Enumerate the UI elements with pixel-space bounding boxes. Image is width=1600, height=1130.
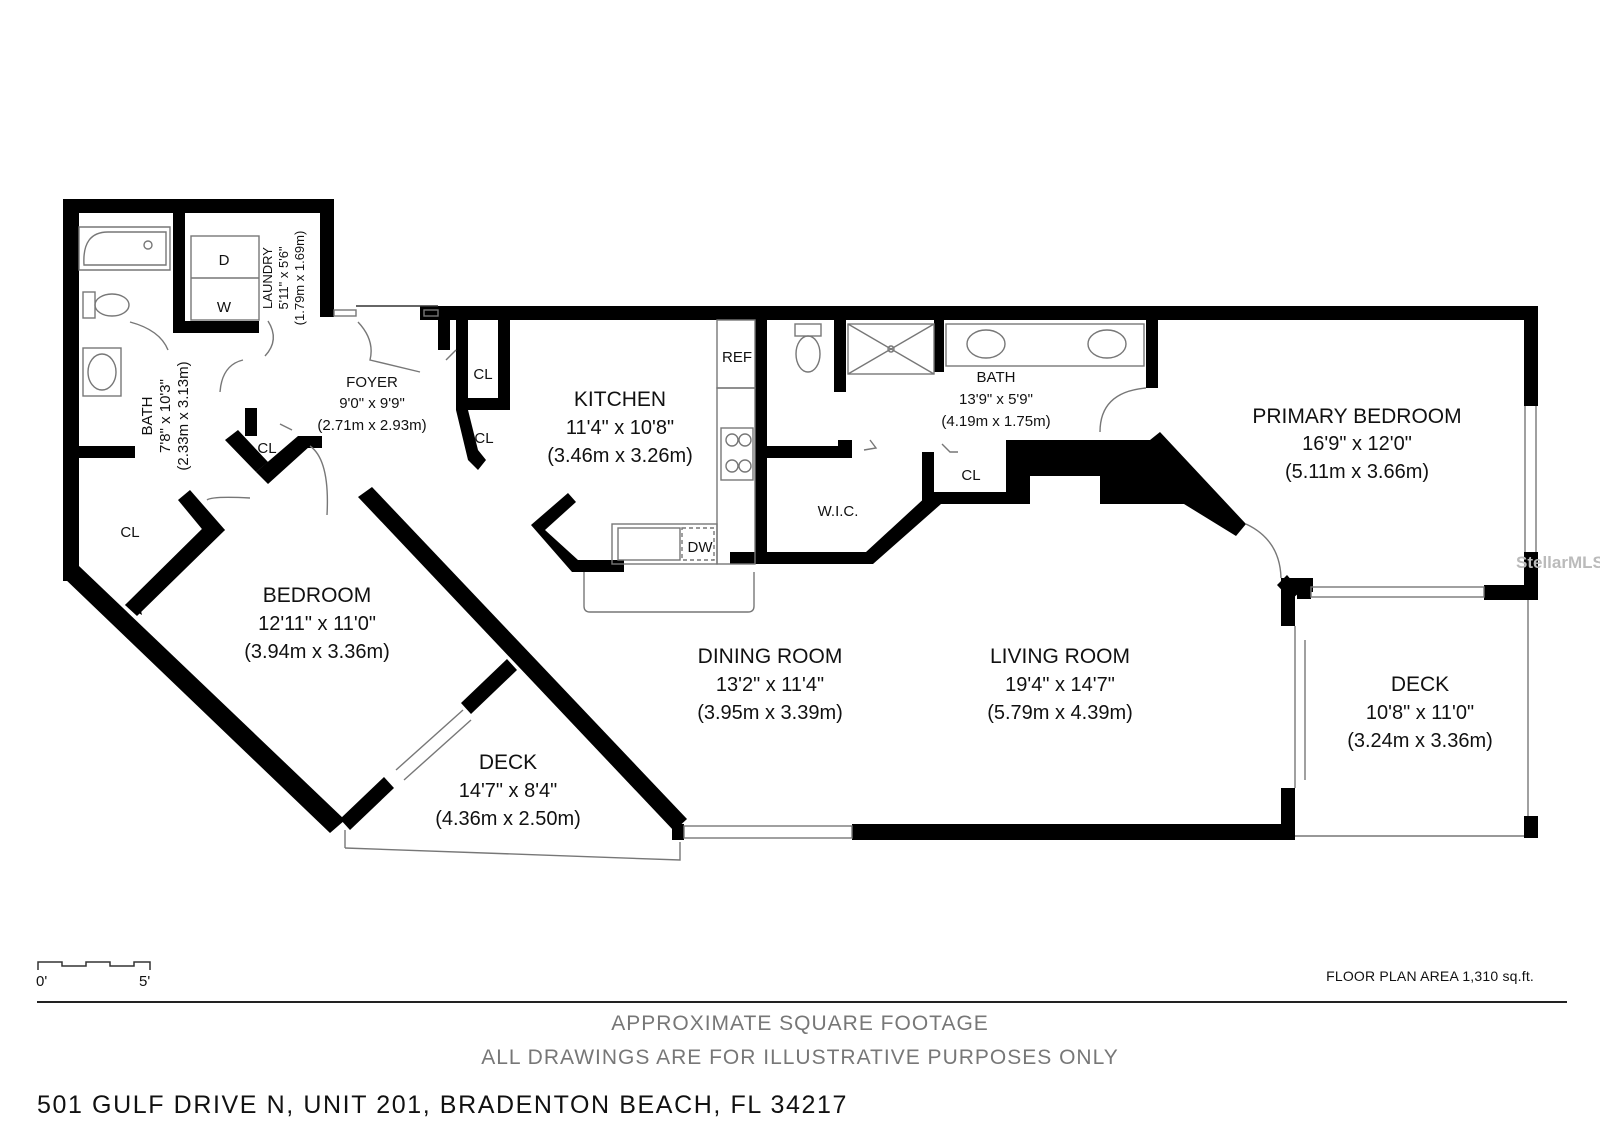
room-dim-m: (5.79m x 4.39m) xyxy=(987,702,1133,724)
room-bedroom: BEDROOM 12'11" x 11'0" (3.94m x 3.36m) xyxy=(244,584,390,663)
room-dim-m: (4.19m x 1.75m) xyxy=(941,413,1050,430)
room-name: DECK xyxy=(479,751,537,774)
floor-plan: 0' 5' KITCHEN 11'4" x 10'8" (3.46m x 3.2… xyxy=(36,199,1538,990)
room-dim-m: (2.33m x 3.13m) xyxy=(175,361,192,470)
room-laundry: LAUNDRY 5'11" x 5'6" (1.79m x 1.69m) xyxy=(260,231,307,326)
room-dim-m: (3.46m x 3.26m) xyxy=(547,445,693,467)
room-wic: W.I.C. xyxy=(818,503,859,520)
room-name: DECK xyxy=(1391,673,1449,696)
room-deck-right: DECK 10'8" x 11'0" (3.24m x 3.36m) xyxy=(1347,673,1493,752)
room-kitchen: KITCHEN 11'4" x 10'8" (3.46m x 3.26m) xyxy=(547,388,693,467)
room-name: KITCHEN xyxy=(574,388,666,411)
closet-label-foyer-top: CL xyxy=(473,366,492,383)
room-dim-ft: 9'0" x 9'9" xyxy=(339,395,405,412)
room-dim-ft: 10'8" x 11'0" xyxy=(1366,702,1474,724)
room-dining: DINING ROOM 13'2" x 11'4" (3.95m x 3.39m… xyxy=(697,645,843,724)
closet-label-foyer-left: CL xyxy=(257,440,276,457)
dw-label: DW xyxy=(688,539,714,556)
room-dim-ft: 11'4" x 10'8" xyxy=(566,417,674,439)
scale-end: 5' xyxy=(139,973,150,990)
room-dim-ft: 13'2" x 11'4" xyxy=(716,674,824,696)
room-name: BATH xyxy=(139,397,156,436)
room-bath-guest: BATH 7'8" x 10'3" (2.33m x 3.13m) xyxy=(139,361,192,470)
dryer-label: D xyxy=(219,252,230,269)
closet-label-foyer-bottom: CL xyxy=(474,430,493,447)
room-dim-ft: 14'7" x 8'4" xyxy=(459,780,558,802)
room-name: PRIMARY BEDROOM xyxy=(1252,405,1461,428)
room-dim-ft: 7'8" x 10'3" xyxy=(157,379,174,453)
thin-lines xyxy=(78,226,1537,861)
room-name: LIVING ROOM xyxy=(990,645,1130,668)
room-dim-m: (3.24m x 3.36m) xyxy=(1347,730,1493,752)
closet-label-bedroom: CL xyxy=(120,524,139,541)
room-bath-main: BATH 13'9" x 5'9" (4.19m x 1.75m) xyxy=(941,369,1050,430)
room-name: LAUNDRY xyxy=(260,247,275,309)
room-dim-m: (3.94m x 3.36m) xyxy=(244,641,390,663)
room-name: BATH xyxy=(977,369,1016,386)
scale-start: 0' xyxy=(36,973,47,990)
room-dim-ft: 19'4" x 14'7" xyxy=(1005,674,1115,696)
room-deck-left: DECK 14'7" x 8'4" (4.36m x 2.50m) xyxy=(435,751,581,830)
room-primary-bedroom: PRIMARY BEDROOM 16'9" x 12'0" (5.11m x 3… xyxy=(1252,405,1461,483)
scale-bar: 0' 5' xyxy=(36,961,151,990)
room-dim-ft: 5'11" x 5'6" xyxy=(276,246,291,309)
floor-plan-area: FLOOR PLAN AREA 1,310 sq.ft. xyxy=(1326,968,1534,984)
room-name: BEDROOM xyxy=(263,584,372,607)
room-dim-ft: 16'9" x 12'0" xyxy=(1302,433,1412,455)
disclaimer-line-1: APPROXIMATE SQUARE FOOTAGE xyxy=(611,1012,989,1035)
washer-label: W xyxy=(217,299,232,316)
room-dim-ft: 13'9" x 5'9" xyxy=(959,391,1033,408)
exterior-walls xyxy=(63,199,1538,840)
watermark: StellarMLS xyxy=(1516,553,1600,572)
room-dim-m: (4.36m x 2.50m) xyxy=(435,808,581,830)
room-dim-m: (2.71m x 2.93m) xyxy=(317,417,426,434)
room-living: LIVING ROOM 19'4" x 14'7" (5.79m x 4.39m… xyxy=(987,645,1133,724)
room-name: W.I.C. xyxy=(818,503,859,520)
disclaimer-line-2: ALL DRAWINGS ARE FOR ILLUSTRATIVE PURPOS… xyxy=(481,1046,1119,1069)
room-dim-ft: 12'11" x 11'0" xyxy=(258,613,376,635)
room-name: DINING ROOM xyxy=(698,645,843,668)
room-dim-m: (3.95m x 3.39m) xyxy=(697,702,843,724)
closet-label-primary: CL xyxy=(961,467,980,484)
interior-walls xyxy=(79,199,1538,830)
room-foyer: FOYER 9'0" x 9'9" (2.71m x 2.93m) xyxy=(317,374,426,434)
property-address: 501 GULF DRIVE N, UNIT 201, BRADENTON BE… xyxy=(37,1091,848,1119)
room-dim-m: (5.11m x 3.66m) xyxy=(1285,461,1429,483)
room-dim-m: (1.79m x 1.69m) xyxy=(292,231,307,326)
ref-label: REF xyxy=(722,349,752,366)
room-name: FOYER xyxy=(346,374,398,391)
divider xyxy=(37,1001,1567,1003)
fixture-labels: CL CL CL CL CL REF DW D W xyxy=(120,252,980,556)
